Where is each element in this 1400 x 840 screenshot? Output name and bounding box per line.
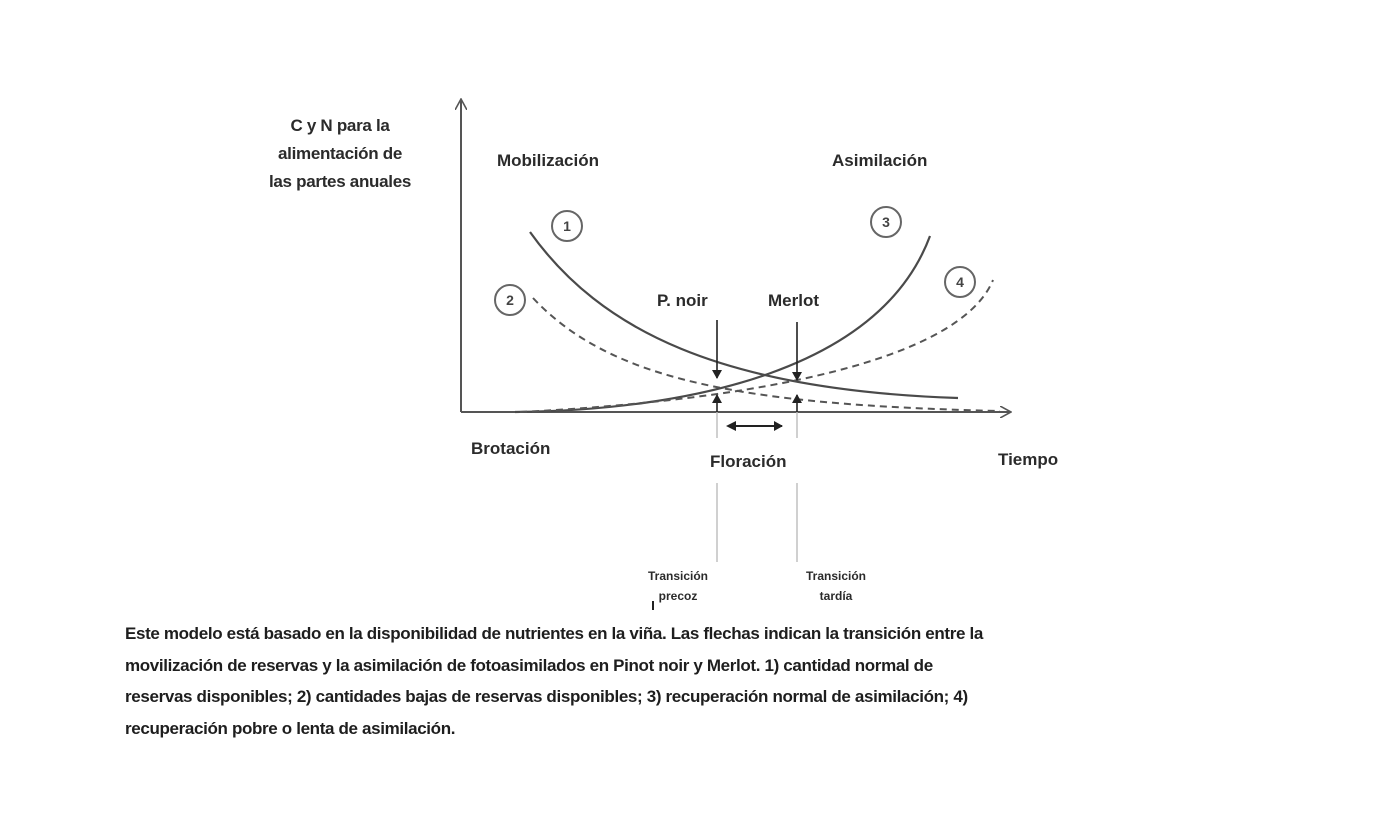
y-axis-label-line-1: C y N para la	[290, 116, 390, 135]
curve-2-low-reserves	[532, 297, 1001, 412]
caption-line-2: movilización de reservas y la asimilació…	[125, 655, 933, 675]
curve-3-normal-assimilation	[514, 235, 932, 414]
curve-1-marker: 1	[551, 210, 583, 242]
y-axis-label-line-2: alimentación de	[278, 144, 402, 163]
y-axis-label-line-3: las partes anuales	[268, 172, 411, 191]
curve-4-slow-assimilation	[519, 279, 994, 413]
diagram-graphics	[0, 0, 1400, 610]
transition-late-label: Transición tardía	[781, 566, 891, 606]
nutrient-transition-diagram: C y N para la alimentación de las partes…	[0, 0, 1400, 610]
x-axis-label: Tiempo	[998, 450, 1059, 469]
curve-2-marker: 2	[494, 284, 526, 316]
transition-range-arrow-left-head	[726, 421, 736, 431]
pinot-noir-label: P. noir	[657, 291, 708, 310]
transition-early-line-1: Transición	[647, 569, 709, 583]
curve-1-normal-reserves	[529, 231, 959, 400]
y-axis-label: C y N para la alimentación de las partes…	[240, 112, 440, 196]
merlot-label: Merlot	[768, 291, 819, 310]
transition-late-line-1: Transición	[805, 569, 867, 583]
transition-early-line-2: precoz	[658, 589, 698, 603]
transition-early-label: Transición precoz	[623, 566, 733, 606]
transition-late-line-2: tardía	[819, 589, 853, 603]
figure-caption: Este modelo está basado en la disponibil…	[125, 618, 1285, 744]
caption-line-3: reservas disponibles; 2) cantidades baja…	[125, 687, 968, 706]
phase-right-label: Asimilación	[832, 151, 928, 170]
curve-4-marker: 4	[944, 266, 976, 298]
curve-3-marker: 3	[870, 206, 902, 238]
phase-left-label: Mobilización	[497, 151, 599, 170]
caption-line-4: recuperación pobre o lenta de asimilació…	[125, 718, 456, 738]
caption-line-1: Este modelo está basado en la disponibil…	[125, 624, 983, 643]
brotacion-label: Brotación	[471, 439, 551, 458]
floracion-label: Floración	[710, 452, 787, 471]
